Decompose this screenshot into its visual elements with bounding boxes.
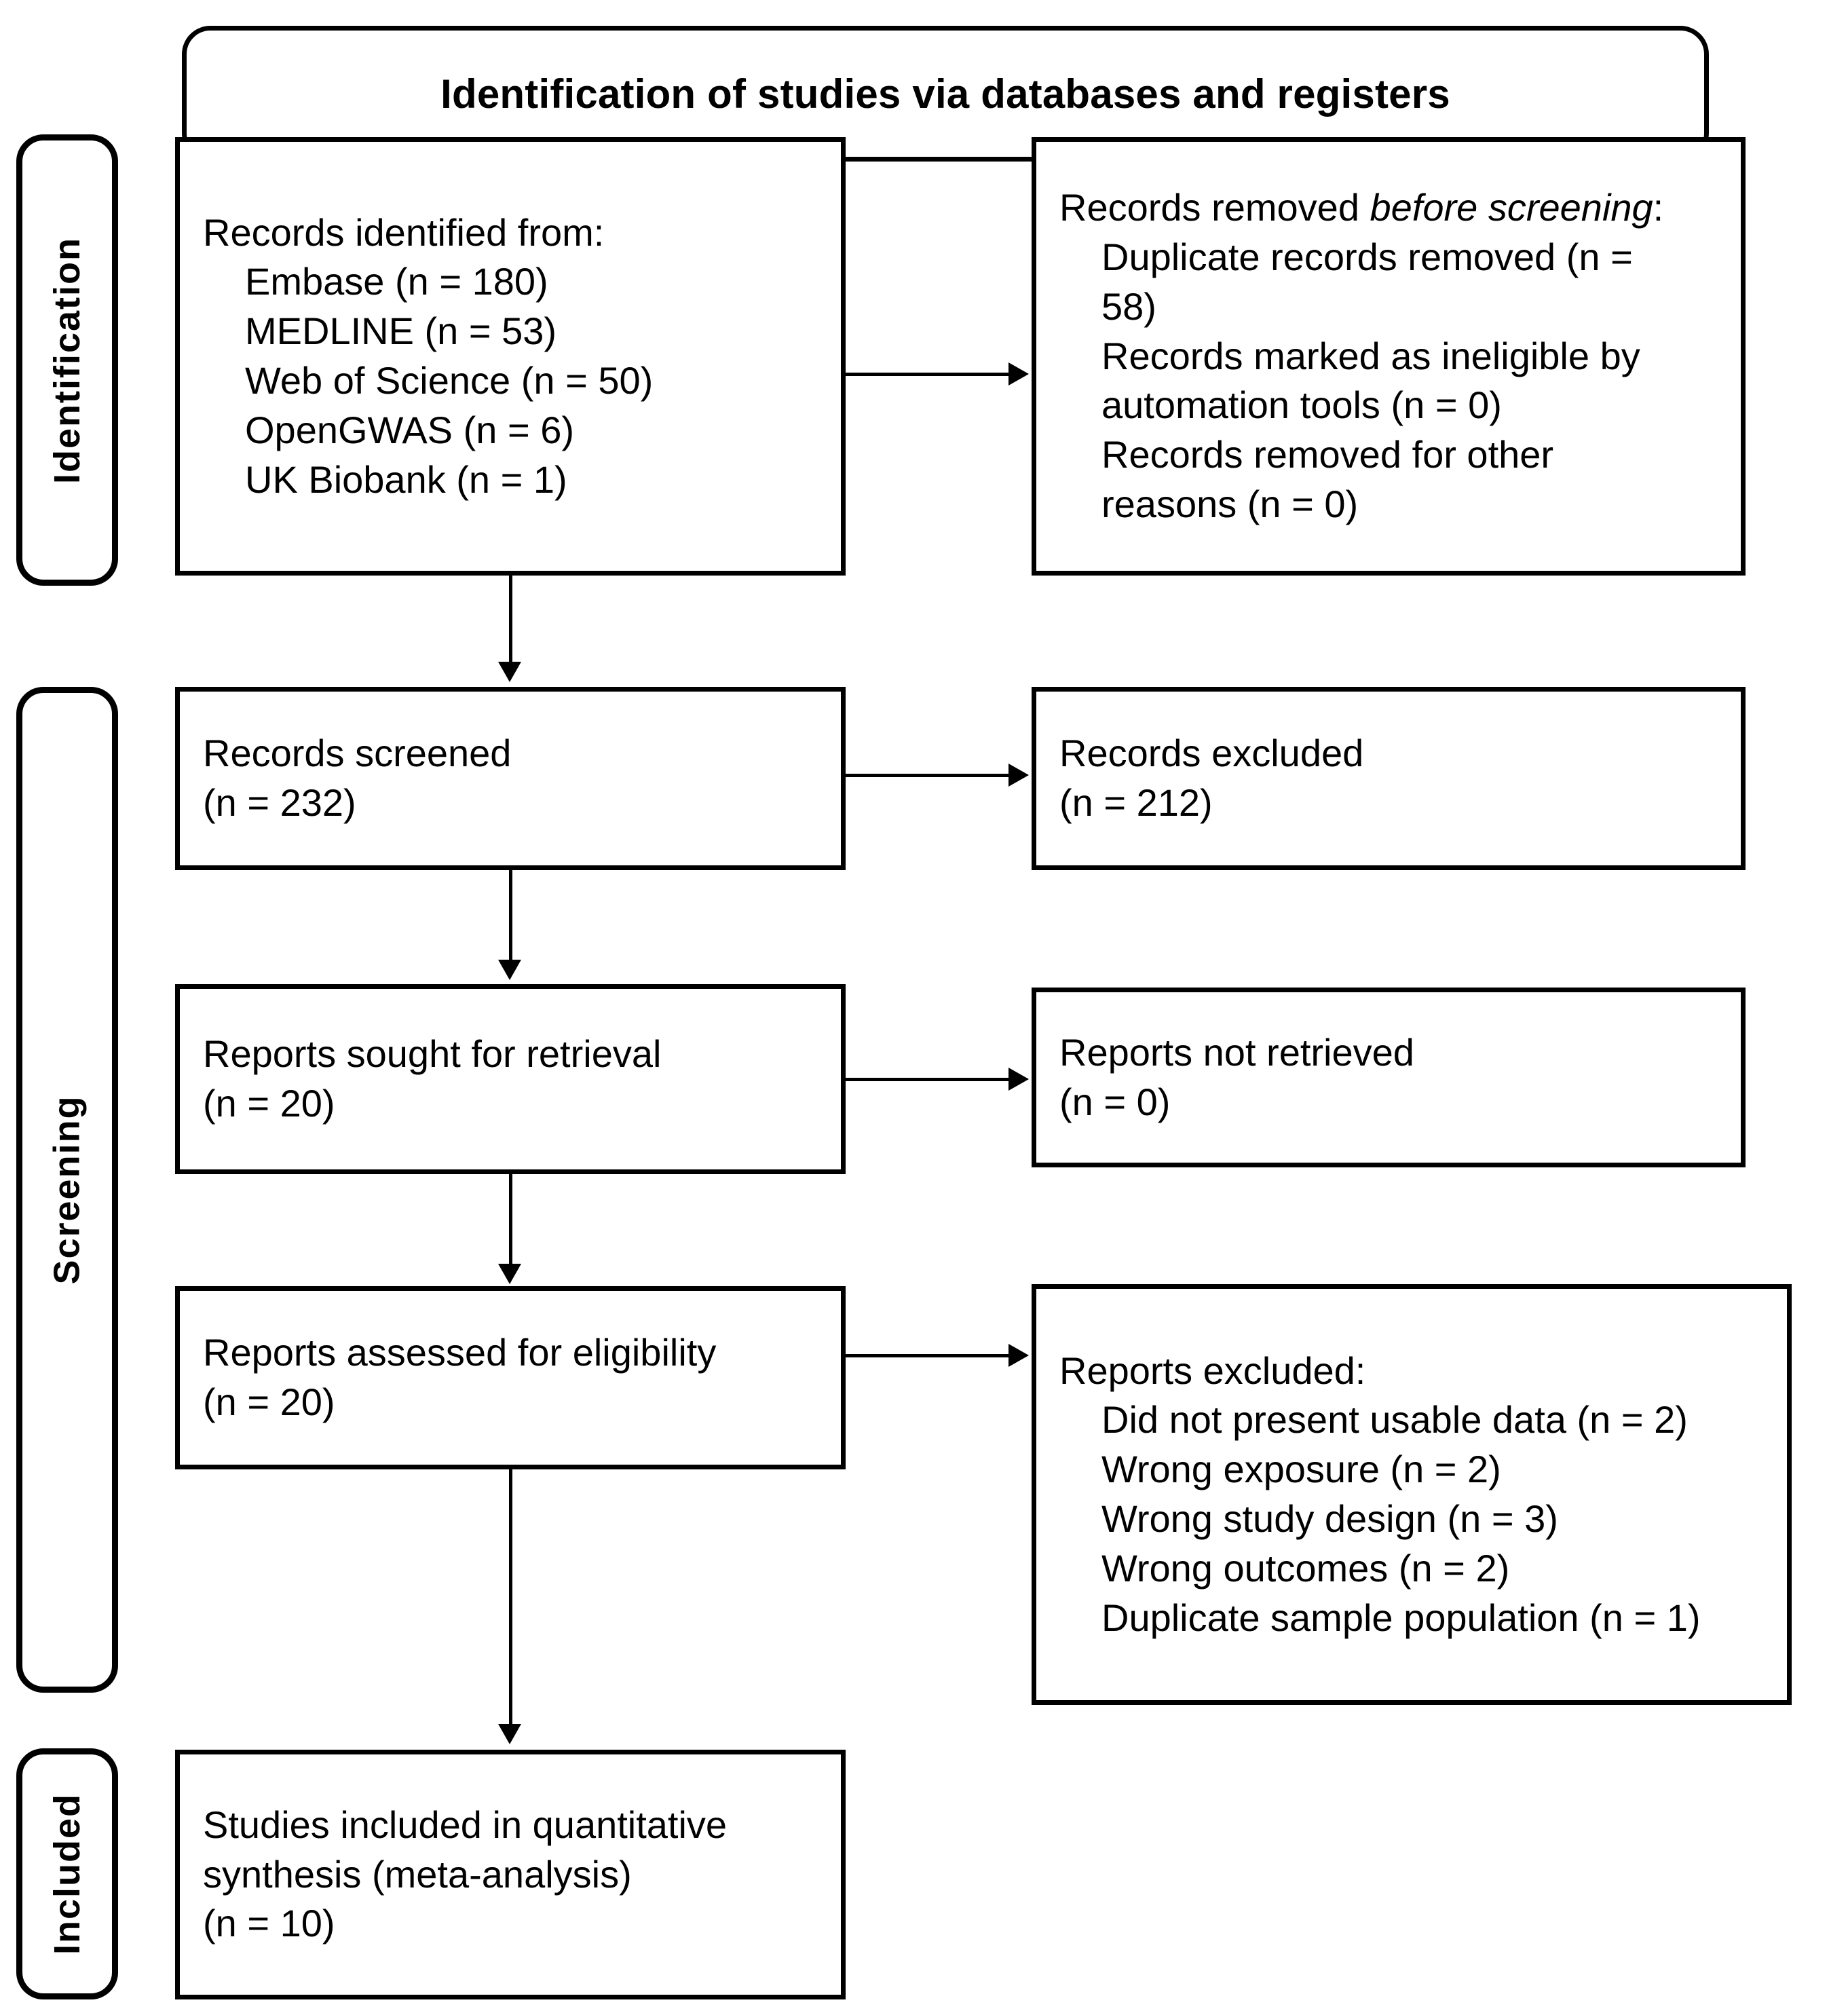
studies-included-line3: (n = 10) [203,1902,335,1945]
arrowhead-screened-to-sought [498,960,521,980]
reports-assessed-line2: (n = 20) [203,1380,335,1423]
reports-excluded-item: Did not present usable data (n = 2) [1101,1398,1688,1442]
connector-screened-to-sought [509,870,512,962]
stage-screening: Screening [16,687,118,1693]
records-identified-item: MEDLINE (n = 53) [245,309,557,353]
arrowhead-assessed-to-included [498,1724,521,1744]
connector-assessed-to-excluded [846,1354,1008,1357]
records-removed-item: automation tools (n = 0) [1101,383,1502,427]
page-title: Identification of studies via databases … [440,71,1450,117]
records-screened-line1: Records screened [203,732,512,775]
connector-screened-to-excluded [846,774,1008,777]
records-removed-item: reasons (n = 0) [1101,482,1359,525]
records-removed-item: Records removed for other [1101,433,1554,476]
box-records-screened: Records screened (n = 232) [175,687,846,870]
records-excluded-line1: Records excluded [1059,732,1364,775]
stage-identification-label: Identification [47,236,88,484]
box-reports-not-retrieved: Reports not retrieved (n = 0) [1032,988,1746,1167]
records-removed-heading-prefix: Records removed [1059,186,1370,229]
records-removed-item: Records marked as ineligible by [1101,334,1640,377]
records-screened-line2: (n = 232) [203,781,356,824]
reports-sought-line1: Reports sought for retrieval [203,1032,662,1076]
box-records-excluded: Records excluded (n = 212) [1032,687,1746,870]
stage-screening-label: Screening [47,1095,88,1285]
stage-identification: Identification [16,134,118,586]
box-reports-assessed: Reports assessed for eligibility (n = 20… [175,1286,846,1469]
records-identified-heading: Records identified from: [203,210,605,254]
studies-included-line1: Studies included in quantitative [203,1803,728,1846]
reports-excluded-heading: Reports excluded: [1059,1349,1366,1392]
box-reports-excluded: Reports excluded: Did not present usable… [1032,1284,1792,1705]
arrowhead-sought-to-not-retrieved [1008,1068,1029,1091]
box-records-identified: Records identified from: Embase (n = 180… [175,137,846,576]
connector-identified-to-screened [509,576,512,664]
records-identified-item: OpenGWAS (n = 6) [245,408,574,451]
stage-included: Included [16,1748,118,1999]
connector-assessed-to-included [509,1469,512,1727]
arrowhead-screened-to-excluded [1008,764,1029,787]
records-removed-heading-suffix: : [1653,186,1664,229]
box-reports-sought: Reports sought for retrieval (n = 20) [175,984,846,1174]
records-removed-heading: Records removed before screening: [1059,183,1718,233]
studies-included-line2: synthesis (meta-analysis) [203,1852,632,1896]
reports-excluded-item: Wrong exposure (n = 2) [1101,1448,1501,1491]
connector-sought-to-assessed [509,1174,512,1266]
reports-excluded-item: Duplicate sample population (n = 1) [1101,1596,1701,1639]
records-removed-heading-italic: before screening [1370,186,1653,229]
records-removed-item: Duplicate records removed (n = [1101,236,1633,278]
box-studies-included: Studies included in quantitative synthes… [175,1750,846,1999]
reports-sought-line2: (n = 20) [203,1082,335,1125]
reports-not-retrieved-line2: (n = 0) [1059,1080,1171,1123]
records-excluded-line2: (n = 212) [1059,781,1213,824]
arrowhead-sought-to-assessed [498,1264,521,1284]
stage-included-label: Included [47,1792,88,1955]
records-identified-item: Embase (n = 180) [245,260,548,303]
reports-assessed-line1: Reports assessed for eligibility [203,1331,717,1374]
reports-excluded-item: Wrong study design (n = 3) [1101,1497,1558,1540]
records-identified-item: Web of Science (n = 50) [245,359,654,402]
records-removed-item: 58) [1101,284,1156,328]
arrowhead-identified-to-removed [1008,362,1029,386]
records-identified-item: UK Biobank (n = 1) [245,457,567,501]
connector-identified-to-removed [846,373,1008,376]
arrowhead-assessed-to-excluded [1008,1344,1029,1367]
connector-sought-to-not-retrieved [846,1078,1008,1081]
reports-not-retrieved-line1: Reports not retrieved [1059,1030,1414,1074]
arrowhead-identified-to-screened [498,662,521,682]
box-records-removed: Records removed before screening: Duplic… [1032,137,1746,576]
reports-excluded-item: Wrong outcomes (n = 2) [1101,1546,1510,1590]
